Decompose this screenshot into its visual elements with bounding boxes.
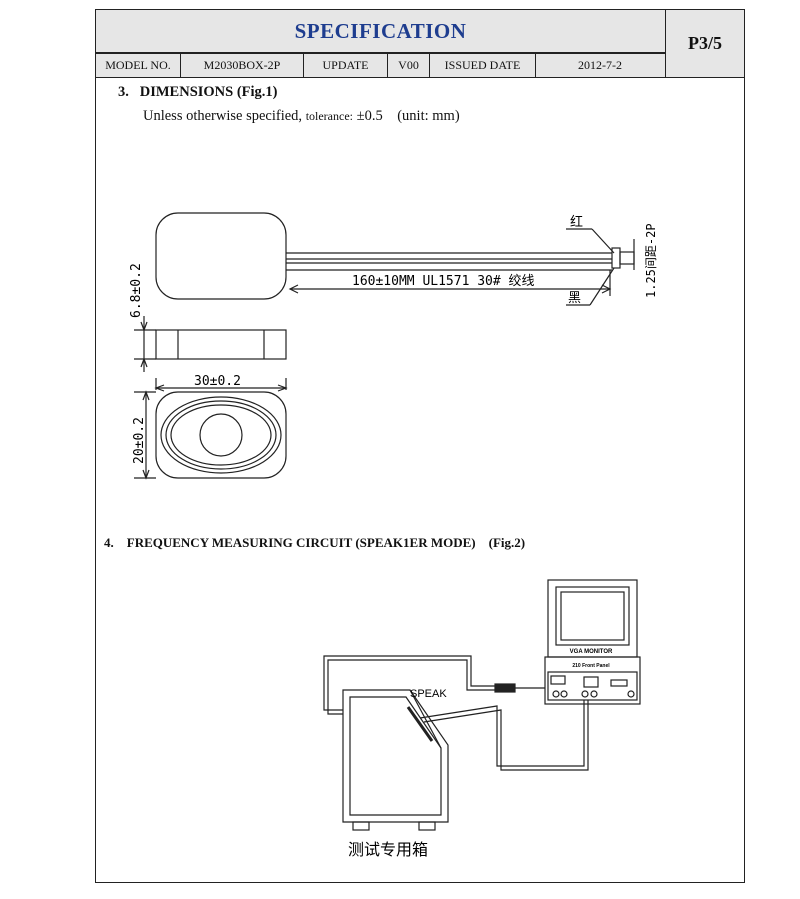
mic-cable-inner	[327, 659, 495, 715]
width-dimension-label: 30±0.2	[194, 374, 241, 389]
section-3-note: Unless otherwise specified, tolerance: ±…	[143, 108, 460, 125]
analyzer-slot	[610, 679, 628, 687]
note-tolerance-value: ±0.5	[356, 108, 383, 124]
issued-value: 2012-7-2	[578, 58, 622, 72]
section-3-title: 3. DIMENSIONS (Fig.1)	[118, 84, 278, 101]
fig1-front-view	[134, 378, 288, 480]
section-4-heading: FREQUENCY MEASURING CIRCUIT (SPEAK1ER MO…	[126, 535, 476, 550]
test-box-foot-right	[418, 821, 436, 831]
width-arrow-right	[277, 384, 288, 392]
fig1-top-view	[155, 212, 635, 306]
red-wire-label: 红	[570, 214, 583, 230]
analyzer-knob-2	[560, 690, 568, 698]
connector-head	[619, 251, 635, 265]
analyzer-jack-1	[581, 690, 589, 698]
speaker-body-outline	[155, 212, 287, 300]
update-label: UPDATE	[304, 54, 388, 77]
depth-arrow-top	[142, 390, 150, 401]
height-arrow-top	[140, 321, 148, 332]
update-value: V00	[388, 54, 430, 77]
black-wire-label: 黑	[568, 291, 581, 306]
page-number: P3/5	[665, 9, 745, 78]
front-ring-inner	[165, 400, 277, 470]
test-box-inner	[349, 696, 442, 816]
fig1-side-view	[134, 316, 287, 372]
analyzer-led	[550, 675, 566, 685]
speak-label: SPEAK	[410, 688, 447, 700]
monitor-label: VGA MONITOR	[570, 649, 613, 655]
front-ring-cone	[170, 404, 272, 466]
model-label: MODEL NO.	[96, 54, 181, 77]
width-arrow-left	[154, 384, 165, 392]
model-value: M2030BOX-2P	[181, 54, 304, 77]
cable-dim-arrow-left	[288, 284, 299, 294]
analyzer-power	[627, 690, 635, 698]
mic-cable	[323, 655, 495, 711]
red-leader	[591, 228, 615, 254]
depth-dimension-label: 20±0.2	[132, 417, 147, 464]
analyzer-knob-1	[552, 690, 560, 698]
note-text: Unless otherwise specified,	[143, 108, 303, 124]
note-tolerance-label: tolerance:	[305, 109, 353, 123]
test-box-caption: 测试专用箱	[348, 840, 428, 859]
cable-spec-label: 160±10MM UL1571 30# 绞线	[352, 273, 535, 289]
front-ring-outer	[160, 396, 282, 474]
issued-label: ISSUED DATE	[430, 54, 536, 77]
test-box-outline	[342, 689, 449, 823]
front-outline	[155, 391, 287, 479]
speaker-cable-inner	[423, 700, 589, 771]
monitor-screen	[560, 591, 625, 641]
document-title: SPECIFICATION	[95, 9, 665, 53]
analyzer-case	[544, 656, 641, 705]
speaker-side-outline	[155, 329, 287, 360]
analyzer-jack-2	[590, 690, 598, 698]
section-4-number: 4.	[104, 535, 114, 550]
connector-body	[611, 247, 621, 269]
section-3-heading: DIMENSIONS (Fig.1)	[139, 84, 278, 100]
mic-plug	[494, 683, 516, 693]
black-leader	[589, 267, 615, 306]
header-info-row: MODEL NO. M2030BOX-2P UPDATE V00 ISSUED …	[95, 53, 665, 78]
panel-label: 210 Front Panel	[572, 663, 610, 669]
section-4-fig-ref: (Fig.2)	[488, 535, 526, 550]
height-arrow-bottom	[140, 357, 148, 368]
depth-arrow-bottom	[142, 469, 150, 480]
front-dust-cap	[199, 413, 243, 457]
test-box-bevel	[409, 689, 442, 749]
section-4-title: 4. FREQUENCY MEASURING CIRCUIT (SPEAK1ER…	[104, 535, 525, 551]
speaker-cable	[419, 700, 585, 767]
section-3-number: 3.	[118, 84, 129, 100]
analyzer-display	[583, 676, 599, 688]
speaker-fixture	[406, 706, 434, 742]
connector-label: 1.25间距-2P	[644, 223, 658, 298]
note-unit: (unit: mm)	[397, 108, 460, 124]
test-box-foot-left	[352, 821, 370, 831]
analyzer-panel	[547, 671, 638, 701]
height-dimension-label: 6.8±0.2	[129, 263, 144, 318]
monitor-screen-bezel	[555, 586, 630, 646]
fig2-circuit	[323, 579, 641, 831]
